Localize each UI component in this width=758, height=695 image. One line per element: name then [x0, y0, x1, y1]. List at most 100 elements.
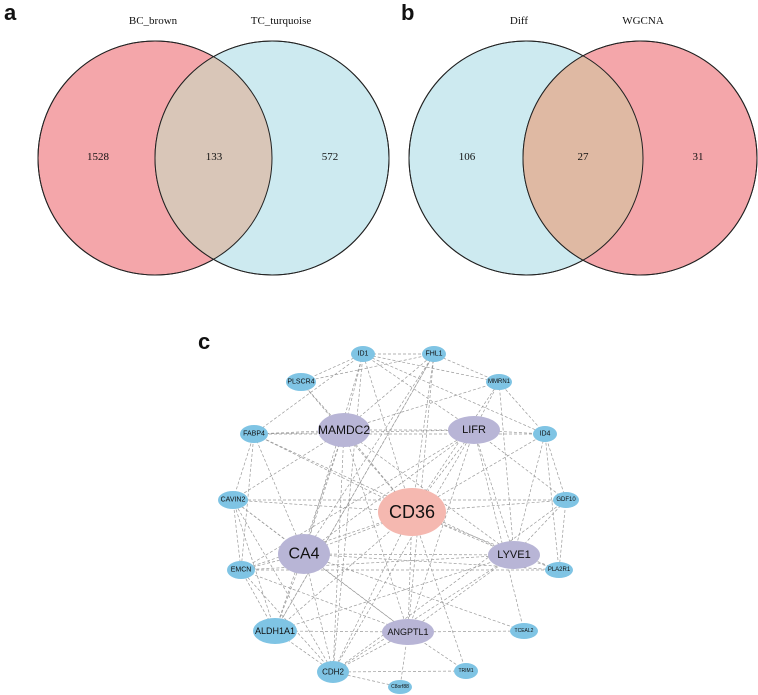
network-edge [303, 429, 345, 555]
network-node-label: EMCN [231, 567, 252, 574]
panel-c-letter: c [198, 329, 210, 354]
venn-b-count-left: 106 [459, 151, 476, 163]
network-edge [407, 630, 525, 633]
network-node-shape [227, 561, 255, 579]
network-edge [473, 381, 500, 431]
network-node: MMRN1 [486, 374, 512, 390]
network-edge [343, 353, 364, 431]
network-edge [433, 353, 500, 383]
network-edge [407, 353, 435, 633]
network-node-shape [488, 541, 540, 569]
network-edge [303, 429, 475, 555]
network-edge [253, 353, 364, 435]
network-node: FHL1 [422, 346, 446, 362]
venn-a-right-outline [154, 40, 390, 276]
network-edge [411, 353, 435, 513]
venn-a-left-outline [37, 40, 273, 276]
network-edge [332, 353, 364, 673]
panel-b-letter: b [401, 0, 414, 25]
venn-b-overlap [523, 55, 644, 261]
network-node-shape [545, 562, 573, 578]
network-node-label: ANGPTL1 [387, 627, 428, 637]
network-edge [473, 429, 525, 632]
network-node-label: CA4 [288, 546, 319, 563]
venn-b-label-right: WGCNA [622, 15, 664, 27]
network-edge [332, 429, 475, 673]
network-node: LYVE1 [488, 541, 540, 569]
venn-b-label-left: Diff [510, 15, 528, 27]
network-edge [513, 433, 546, 556]
network-node-shape [388, 680, 412, 694]
panel-a: a BC_brown TC_turquoise 1528 133 572 [4, 0, 390, 276]
network-node: CDH2 [317, 661, 349, 683]
network-node-label: PLSCR4 [287, 379, 314, 386]
network-edge [240, 569, 276, 632]
network-node-label: PLA2R1 [548, 567, 571, 573]
network-node-label: FABP4 [243, 431, 265, 438]
network-edge [253, 433, 305, 555]
venn-a-count-right: 572 [322, 151, 339, 163]
network-node-shape [278, 534, 330, 574]
network-edge [303, 553, 525, 632]
network-node-label: LYVE1 [497, 549, 530, 561]
network-node-shape [253, 618, 297, 644]
network-edge [232, 499, 242, 571]
network-node: ALDH1A1 [253, 618, 297, 644]
network-edge [558, 499, 567, 571]
network-edge [332, 670, 467, 673]
network-node-shape [448, 416, 500, 444]
network-node-label: ID1 [358, 351, 369, 358]
network-node-shape [510, 623, 538, 639]
network-node: GDF10 [553, 492, 579, 508]
network-edge [274, 353, 435, 632]
network-node-label: CD36 [389, 502, 435, 522]
network-edge [544, 433, 560, 571]
network-node: ID4 [533, 426, 557, 442]
network-edge [274, 553, 305, 632]
network-node-shape [422, 346, 446, 362]
network-edge [303, 553, 334, 673]
network-node-shape [533, 426, 557, 442]
venn-a-count-overlap: 133 [206, 151, 223, 163]
network-edge [232, 499, 276, 632]
network-node: EMCN [227, 561, 255, 579]
network-edge [274, 429, 345, 632]
network-node: PLSCR4 [286, 373, 316, 391]
network-edge [473, 429, 515, 556]
network-node-shape [218, 491, 248, 509]
network-edge [300, 381, 413, 513]
network-node-shape [382, 619, 434, 645]
network-node-shape [240, 425, 268, 443]
venn-a-label-right: TC_turquoise [251, 15, 312, 27]
venn-b-count-right: 31 [693, 151, 704, 163]
network-edge [274, 511, 413, 632]
network-edge [362, 353, 500, 383]
network-edge [362, 353, 475, 431]
network-node-shape [486, 374, 512, 390]
network-edge [498, 381, 546, 435]
network-edge [332, 499, 567, 673]
network-edge [232, 499, 334, 673]
network-node-label: TCEAL2 [515, 628, 534, 634]
network-edge [232, 499, 409, 633]
venn-b-left-outline [408, 40, 644, 276]
network-edge [407, 554, 515, 633]
network-node-label: MMRN1 [488, 379, 511, 385]
network-node-shape [454, 663, 478, 679]
network-node-label: C8orf88 [391, 684, 409, 690]
network-node: PLA2R1 [545, 562, 573, 578]
network-edge [253, 433, 413, 513]
network-node: FABP4 [240, 425, 268, 443]
venn-b-right-outline [522, 40, 758, 276]
network-edge [343, 429, 409, 633]
network-edge [362, 353, 413, 513]
network-edge [303, 553, 515, 556]
network-node: CD36 [378, 488, 446, 536]
network-edge [343, 381, 500, 431]
network-node-shape [553, 492, 579, 508]
network-edge [332, 429, 345, 673]
venn-b-count-overlap: 27 [578, 151, 590, 163]
network-node: CA4 [278, 534, 330, 574]
